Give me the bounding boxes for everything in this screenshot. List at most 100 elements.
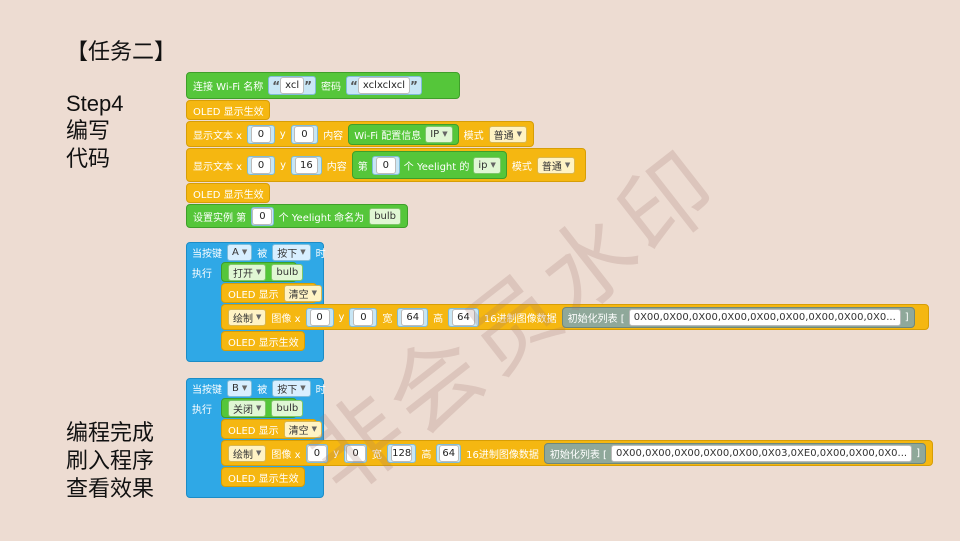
dropdown-arrow-icon: ▼ — [241, 384, 248, 392]
mode-dropdown[interactable]: 普通▼ — [536, 156, 576, 174]
oled-option-dropdown[interactable]: 清空▼ — [283, 420, 323, 438]
y-label: y — [279, 128, 286, 140]
x-field[interactable]: 0 — [250, 125, 271, 143]
instance-number-block[interactable]: 0 — [251, 206, 274, 226]
draw-op-dropdown[interactable]: 绘制▼ — [228, 444, 267, 462]
height-field[interactable]: 64 — [452, 308, 475, 326]
light-off-block[interactable]: 关闭▼ bulb — [221, 398, 304, 418]
index-number-block[interactable]: 0 — [371, 155, 400, 175]
oled-option: 清空 — [288, 289, 309, 301]
target-field[interactable]: bulb — [271, 263, 304, 281]
close-quote-icon: ” — [409, 78, 418, 93]
mode-option: 普通 — [541, 161, 562, 173]
hex-list-field[interactable]: 0X00,0X00,0X00,0X00,0X00,0X03,0XE0,0X00,… — [610, 444, 913, 462]
ssid-field[interactable]: xcl — [280, 77, 305, 94]
x-number-block[interactable]: 0 — [305, 443, 329, 463]
x-number-block[interactable]: 0 — [305, 307, 334, 327]
instance-name-field[interactable]: bulb — [369, 207, 401, 225]
wifi-info-dropdown[interactable]: IP▼ — [425, 125, 453, 143]
height-number-block[interactable]: 64 — [436, 443, 462, 463]
target-field[interactable]: bulb — [271, 399, 304, 417]
init-list-label: 初始化列表 [ — [567, 313, 625, 325]
action-dropdown[interactable]: 关闭▼ — [228, 399, 267, 417]
oled-show-block[interactable]: OLED 显示生效 — [186, 100, 270, 120]
password-field[interactable]: xclxclxcl — [357, 77, 410, 94]
key-event-b-header: 当按键 B▼ 被 按下▼ 时 — [186, 378, 332, 398]
x-field[interactable]: 0 — [306, 444, 327, 462]
key-option: B — [232, 382, 239, 394]
x-number-block[interactable]: 0 — [247, 124, 275, 144]
oled-show-label: OLED 显示生效 — [193, 189, 264, 201]
oled-clear-block[interactable]: OLED 显示 清空▼ — [221, 283, 323, 303]
nth-label: 第 — [357, 161, 368, 173]
width-field[interactable]: 64 — [401, 308, 425, 326]
oled-show-block[interactable]: OLED 显示生效 — [221, 331, 305, 351]
height-label: 高 — [433, 313, 444, 325]
display-text-block-1[interactable]: 显示文本 x 0 y 0 内容 Wi-Fi 配置信息 IP▼ 模式 普通▼ — [186, 121, 534, 147]
key-dropdown[interactable]: B▼ — [227, 379, 253, 397]
y-number-block[interactable]: 0 — [349, 307, 378, 327]
open-quote-icon: “ — [350, 78, 358, 93]
ssid-string-block[interactable]: “ xcl ” — [268, 76, 317, 95]
mode-dropdown[interactable]: 普通▼ — [488, 125, 527, 143]
yeelight-prop-block[interactable]: 第 0 个 Yeelight 的 ip▼ — [351, 151, 507, 179]
image-label: 图像 x — [271, 313, 301, 325]
y-field[interactable]: 16 — [295, 156, 318, 174]
instance-field[interactable]: 0 — [252, 207, 273, 225]
width-number-block[interactable]: 128 — [386, 443, 417, 463]
key-option: A — [232, 246, 239, 258]
x-number-block[interactable]: 0 — [247, 155, 276, 175]
display-text-label: 显示文本 x — [193, 130, 243, 142]
oled-option-dropdown[interactable]: 清空▼ — [283, 284, 323, 302]
dropdown-arrow-icon: ▼ — [241, 248, 248, 256]
y-label: y — [338, 311, 345, 323]
init-list-block[interactable]: 初始化列表 [ 0X00,0X00,0X00,0X00,0X00,0X00,0X… — [561, 306, 915, 328]
oled-show-block[interactable]: OLED 显示生效 — [186, 183, 270, 203]
draw-image-block[interactable]: 绘制▼ 图像 x 0 y 0 宽 64 高 64 16进制图像数据 初始化列表 … — [221, 304, 929, 330]
wifi-info-label: Wi-Fi 配置信息 — [354, 130, 422, 142]
mode-option: 普通 — [493, 130, 514, 142]
oled-show-label: OLED 显示生效 — [228, 337, 299, 349]
y-field[interactable]: 0 — [345, 444, 366, 462]
hex-list-field[interactable]: 0X00,0X00,0X00,0X00,0X00,0X00,0X00,0X00,… — [628, 308, 901, 326]
wifi-info-block[interactable]: Wi-Fi 配置信息 IP▼ — [348, 123, 459, 145]
light-on-block[interactable]: 打开▼ bulb — [221, 262, 304, 282]
dropdown-arrow-icon: ▼ — [442, 130, 448, 138]
done-caption: 编程完成 刷入程序 查看效果 — [66, 420, 154, 504]
dropdown-arrow-icon: ▼ — [256, 313, 262, 321]
y-number-block[interactable]: 0 — [344, 443, 367, 463]
event-dropdown[interactable]: 按下▼ — [272, 379, 311, 397]
init-list-block[interactable]: 初始化列表 [ 0X00,0X00,0X00,0X00,0X00,0X03,0X… — [543, 442, 926, 464]
draw-image-block[interactable]: 绘制▼ 图像 x 0 y 0 宽 128 高 64 16进制图像数据 初始化列表… — [221, 440, 933, 466]
step-line: 编写 — [66, 119, 111, 144]
dropdown-arrow-icon: ▼ — [490, 161, 496, 169]
y-field[interactable]: 0 — [353, 308, 374, 326]
prop-dropdown[interactable]: ip▼ — [473, 156, 501, 174]
height-number-block[interactable]: 64 — [448, 307, 479, 327]
y-field[interactable]: 0 — [294, 125, 315, 143]
y-number-block[interactable]: 0 — [290, 124, 319, 144]
key-dropdown[interactable]: A▼ — [227, 243, 253, 261]
dropdown-arrow-icon: ▼ — [300, 248, 306, 256]
width-number-block[interactable]: 64 — [397, 307, 429, 327]
y-number-block[interactable]: 16 — [291, 155, 322, 175]
height-field[interactable]: 64 — [438, 444, 459, 462]
oled-clear-block[interactable]: OLED 显示 清空▼ — [221, 419, 323, 439]
display-text-block-2[interactable]: 显示文本 x 0 y 16 内容 第 0 个 Yeelight 的 ip▼ 模式… — [186, 148, 586, 182]
x-field[interactable]: 0 — [251, 156, 272, 174]
event-dropdown[interactable]: 按下▼ — [272, 243, 311, 261]
set-instance-block[interactable]: 设置实例 第 0 个 Yeelight 命名为 bulb — [186, 204, 408, 228]
y-label: y — [333, 447, 340, 459]
oled-show-block[interactable]: OLED 显示生效 — [221, 467, 305, 487]
oled-option: 清空 — [288, 425, 309, 437]
action-dropdown[interactable]: 打开▼ — [228, 263, 267, 281]
dropdown-arrow-icon: ▼ — [300, 384, 306, 392]
draw-op-dropdown[interactable]: 绘制▼ — [228, 308, 267, 326]
width-field[interactable]: 128 — [390, 444, 413, 462]
x-field[interactable]: 0 — [309, 308, 330, 326]
dropdown-arrow-icon: ▼ — [516, 130, 522, 138]
name-label: 个 Yeelight 命名为 — [278, 212, 365, 224]
password-string-block[interactable]: “ xclxclxcl ” — [346, 76, 422, 95]
wifi-connect-block[interactable]: 连接 Wi-Fi 名称 “ xcl ” 密码 “ xclxclxcl ” — [186, 72, 460, 99]
index-field[interactable]: 0 — [375, 156, 396, 174]
